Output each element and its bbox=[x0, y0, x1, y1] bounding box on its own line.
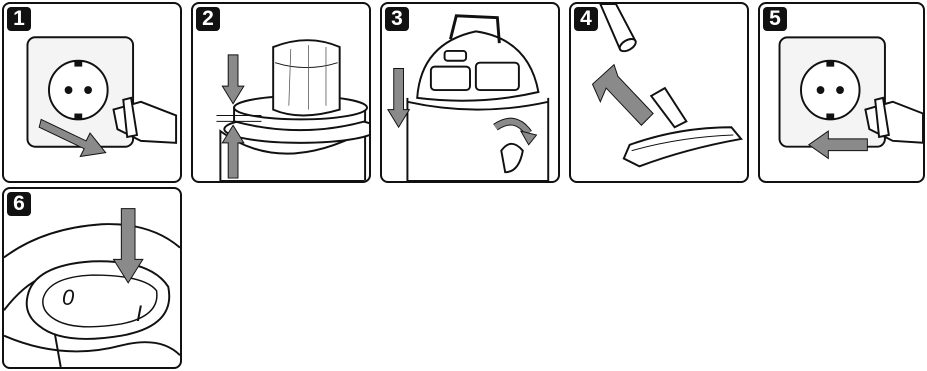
step-number-badge: 2 bbox=[196, 7, 220, 31]
switch-off-label: 0 bbox=[62, 285, 74, 311]
socket-icon bbox=[49, 61, 108, 120]
filter-icon bbox=[273, 40, 339, 115]
arrow-down-icon bbox=[222, 55, 244, 104]
step-4-panel: 4 bbox=[569, 2, 749, 183]
floor-nozzle-icon bbox=[624, 127, 741, 166]
filter-illustration bbox=[193, 4, 369, 181]
socket-icon bbox=[801, 61, 860, 120]
arrow-down-icon bbox=[388, 69, 410, 128]
unplug-illustration bbox=[4, 4, 180, 181]
step-6-panel: 6 0 I bbox=[2, 187, 182, 369]
switch-on-label: I bbox=[136, 301, 142, 327]
step-3-panel: 3 bbox=[380, 2, 560, 183]
switch-illustration bbox=[4, 189, 180, 367]
arrow-up-icon bbox=[593, 65, 654, 126]
nozzle-illustration bbox=[571, 4, 747, 181]
step-5-panel: 5 bbox=[758, 2, 925, 183]
step-number-badge: 5 bbox=[763, 7, 787, 31]
step-number-badge: 4 bbox=[574, 7, 598, 31]
step-number-badge: 3 bbox=[385, 7, 409, 31]
step-2-panel: 2 bbox=[191, 2, 371, 183]
step-number-badge: 1 bbox=[7, 7, 31, 31]
step-number-badge: 6 bbox=[7, 192, 31, 216]
lid-illustration bbox=[382, 4, 558, 181]
step-1-panel: 1 bbox=[2, 2, 182, 183]
